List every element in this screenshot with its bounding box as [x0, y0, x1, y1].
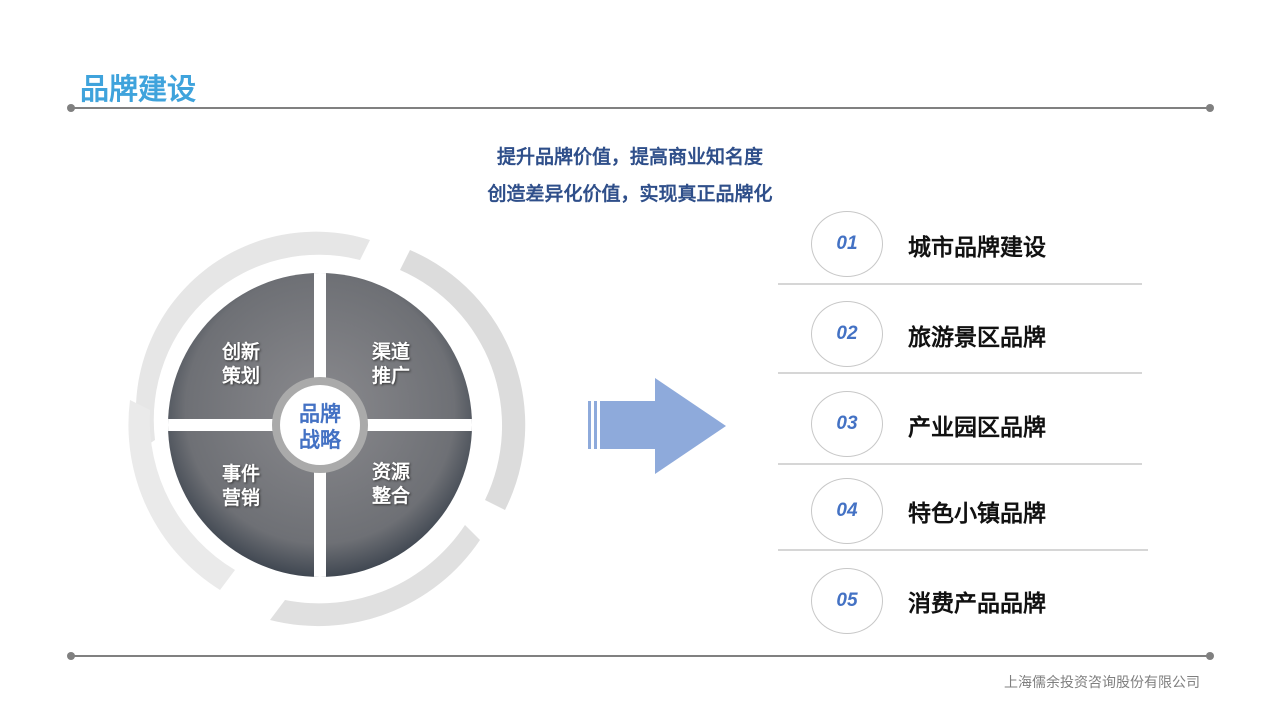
- item-number: 05: [811, 568, 883, 634]
- item-label: 旅游景区品牌: [908, 325, 1046, 351]
- company-name: 上海儒余投资咨询股份有限公司: [1004, 675, 1200, 691]
- separator: [778, 463, 1142, 465]
- right-arrow-icon: [588, 378, 726, 474]
- bottom-divider: [70, 655, 1210, 657]
- quadrant-event: 事件营销: [222, 463, 261, 509]
- page-title: 品牌建设: [80, 72, 197, 106]
- separator: [778, 372, 1142, 374]
- center-circle: [280, 385, 360, 465]
- item-label: 消费产品品牌: [908, 591, 1046, 617]
- item-label: 产业园区品牌: [908, 415, 1046, 441]
- brand-strategy-diagram: [128, 231, 526, 627]
- quadrant-innovation: 创新策划: [222, 341, 261, 387]
- separator: [778, 549, 1148, 551]
- item-number: 01: [811, 211, 883, 277]
- divider-dot: [67, 104, 75, 112]
- center-label: 品牌战略: [299, 402, 341, 452]
- item-number: 02: [811, 301, 883, 367]
- item-number: 04: [811, 478, 883, 544]
- separator: [778, 283, 1142, 285]
- subtitle-line-2: 创造差异化价值，实现真正品牌化: [487, 183, 773, 205]
- quadrant-channel: 渠道推广: [372, 341, 411, 387]
- item-label: 城市品牌建设: [908, 235, 1046, 261]
- quadrant-resource: 资源整合: [372, 461, 411, 507]
- divider-dot: [1206, 104, 1214, 112]
- cycle-arrows-ring: [128, 231, 526, 627]
- item-label: 特色小镇品牌: [908, 501, 1046, 527]
- top-divider: [70, 107, 1210, 109]
- divider-dot: [1206, 652, 1214, 660]
- divider-dot: [67, 652, 75, 660]
- subtitle-line-1: 提升品牌价值，提高商业知名度: [496, 146, 763, 168]
- item-number: 03: [811, 391, 883, 457]
